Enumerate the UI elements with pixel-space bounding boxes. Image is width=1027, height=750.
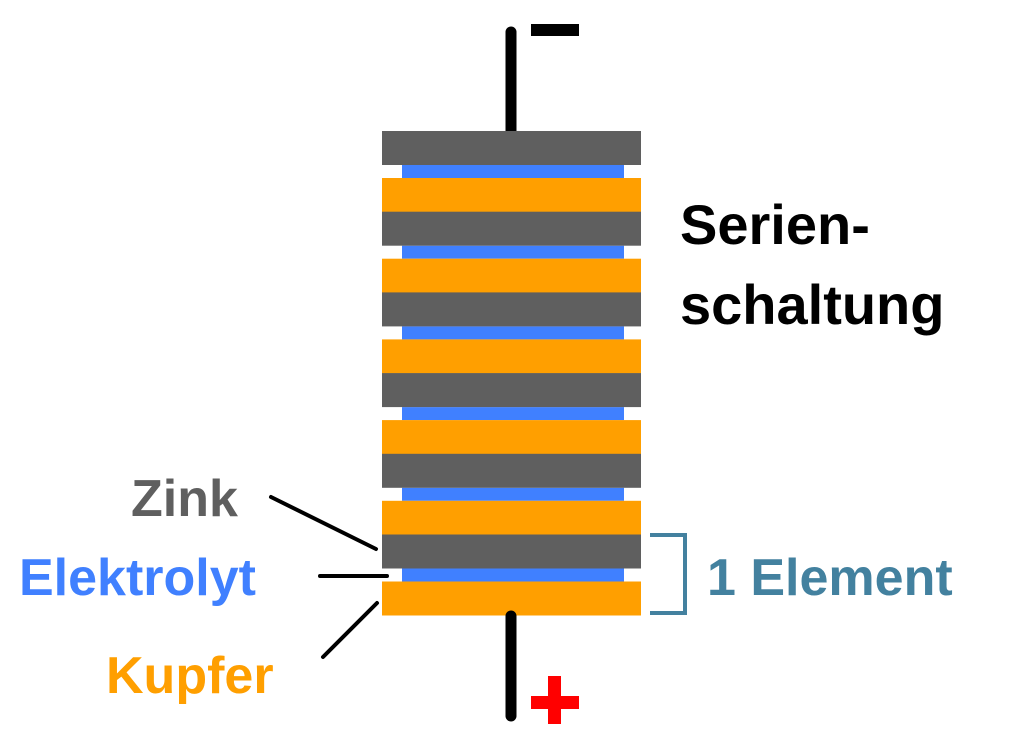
zinc-plate — [382, 373, 641, 408]
plus-sign-icon — [531, 676, 579, 724]
electrolyte-layer — [402, 407, 624, 421]
zinc-plate — [382, 131, 641, 165]
electrolyte-layer — [402, 326, 624, 340]
zink-label: Zink — [131, 470, 238, 528]
pile-stack — [382, 131, 641, 616]
zink-leader-line — [269, 495, 378, 551]
copper-plate — [382, 420, 641, 455]
electrolyte-layer — [402, 487, 624, 501]
title-line-2: schaltung — [680, 273, 945, 336]
zinc-plate — [382, 453, 641, 488]
kupfer-label: Kupfer — [106, 647, 274, 705]
element-bracket — [650, 533, 687, 615]
zinc-plate — [382, 211, 641, 246]
copper-plate — [382, 500, 641, 535]
copper-plate — [382, 339, 641, 374]
copper-plate — [382, 258, 641, 293]
kupfer-leader-line — [321, 601, 379, 659]
electrolyte-layer — [402, 245, 624, 259]
title-line-1: Serien- — [680, 193, 870, 256]
zinc-plate — [382, 534, 641, 569]
copper-plate — [382, 178, 641, 212]
electrolyte-layer — [402, 165, 624, 178]
element-label: 1 Element — [707, 549, 953, 607]
elektrolyt-label: Elektrolyt — [19, 549, 256, 607]
zinc-plate — [382, 292, 641, 327]
copper-plate — [382, 581, 641, 616]
electrolyte-layer — [402, 568, 624, 582]
minus-sign-icon — [531, 24, 579, 36]
